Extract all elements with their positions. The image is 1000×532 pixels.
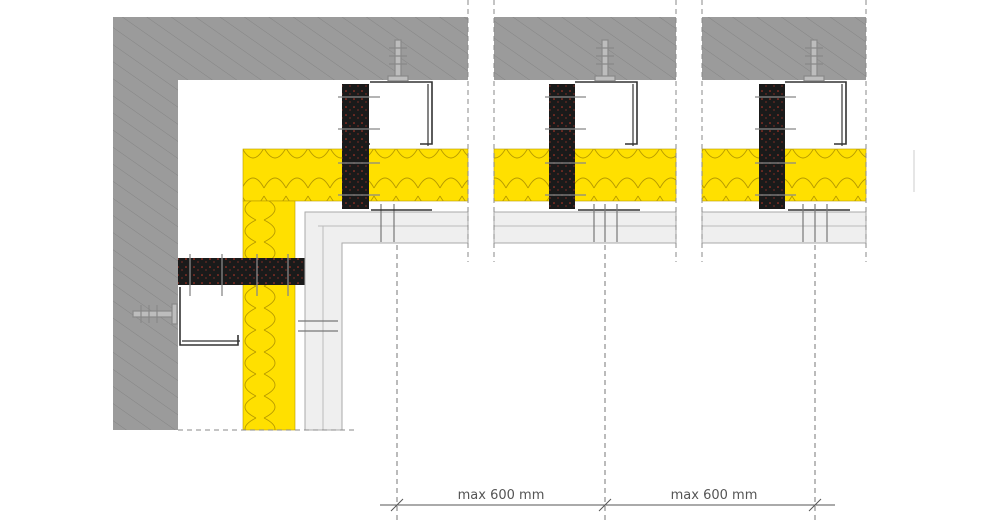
concrete-slab-middle: [494, 17, 676, 80]
dimension-label-left: max 600 mm: [458, 488, 545, 503]
hanger-middle: [549, 84, 575, 209]
dimension-guides: [396, 245, 816, 522]
hanger-ceiling: [342, 84, 369, 209]
dimension-label-right: max 600 mm: [671, 488, 758, 503]
plasterboard-right: [701, 211, 867, 244]
ceiling-section-middle: [493, 17, 677, 244]
insulation-middle: [493, 148, 677, 202]
anchor-bolt-right-icon: [803, 39, 825, 82]
anchor-bolt-middle-icon: [594, 39, 616, 82]
hanger-right: [759, 84, 785, 209]
hanger-wall: [178, 258, 305, 285]
anchor-bolt-wall-icon: [132, 303, 178, 325]
dimension-line: [380, 498, 835, 512]
corner-section: [113, 17, 469, 431]
concrete-slab-ceiling: [113, 17, 468, 430]
plasterboard-middle: [493, 211, 677, 244]
break-lines: [178, 0, 867, 431]
anchor-bolt-icon: [387, 39, 409, 82]
insulation-wall: [242, 200, 296, 431]
ceiling-section-right: [701, 17, 867, 244]
concrete-slab-right: [702, 17, 866, 80]
wall-channel-profile: [179, 287, 239, 346]
ceiling-channel-profile: [368, 81, 433, 145]
